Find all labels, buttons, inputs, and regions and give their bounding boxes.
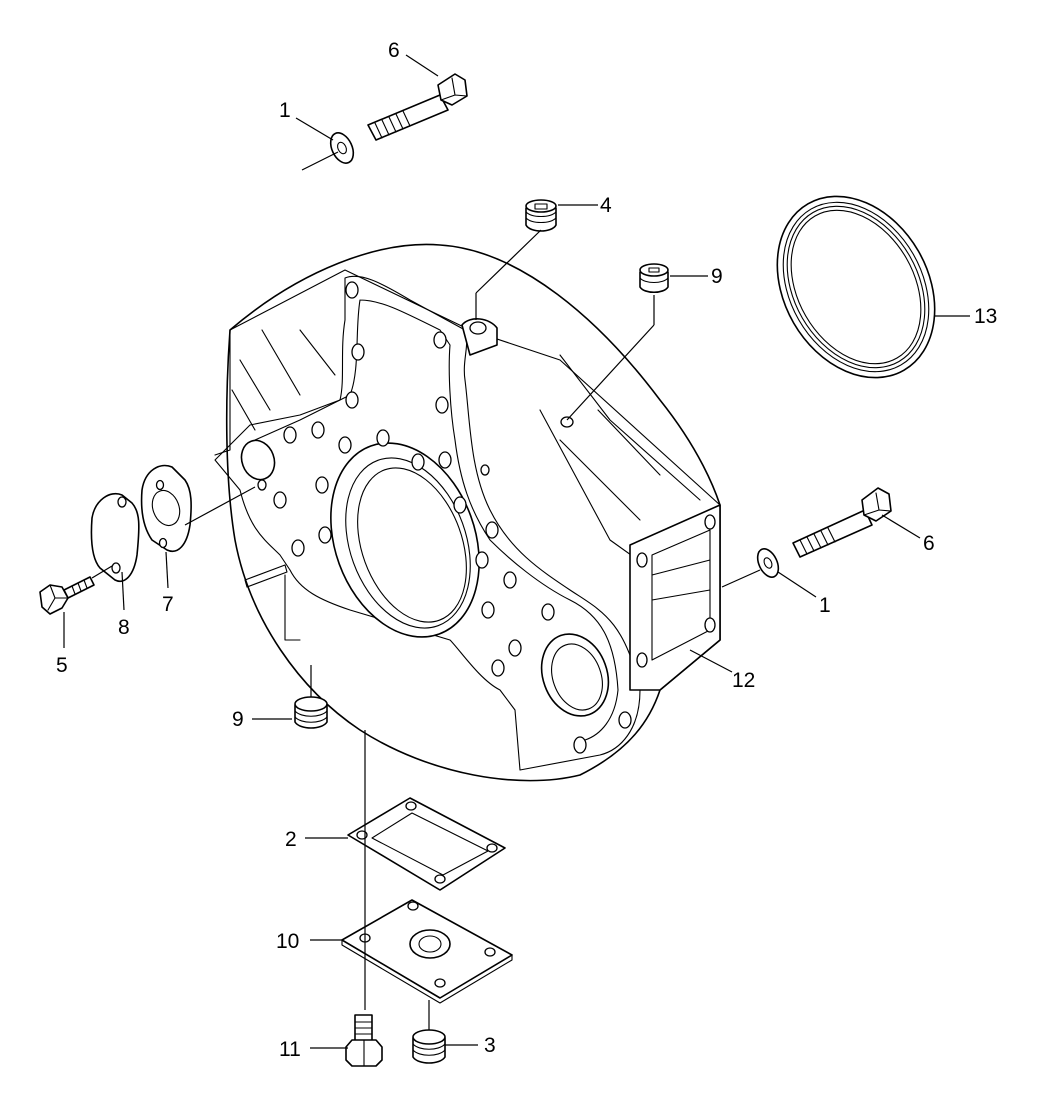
callout-1-top: 1	[279, 99, 291, 122]
callout-5: 5	[56, 654, 68, 677]
callout-6-top: 6	[388, 39, 400, 62]
cover-plate-8	[90, 493, 140, 582]
cover-plate-10	[341, 899, 513, 1004]
callout-12: 12	[732, 669, 755, 692]
plug-9-bottom	[294, 696, 328, 729]
bolt-top	[367, 73, 468, 141]
plug-9-top	[639, 263, 669, 294]
washer-top	[329, 132, 355, 164]
callout-13: 13	[974, 305, 997, 328]
callout-2: 2	[285, 828, 297, 851]
flywheel-housing	[214, 243, 721, 782]
callout-6-right: 6	[923, 532, 935, 555]
bolt-5	[39, 576, 95, 615]
leader-lines	[63, 54, 970, 1049]
plug-3	[412, 1029, 446, 1064]
bolt-11	[345, 1014, 383, 1067]
bolt-right	[792, 487, 892, 558]
plug-4	[525, 199, 557, 232]
seal-ring	[776, 195, 936, 379]
callout-11: 11	[279, 1038, 301, 1061]
callout-8: 8	[118, 616, 130, 639]
callout-3: 3	[484, 1034, 496, 1057]
callout-7: 7	[162, 593, 174, 616]
callout-9-bottom: 9	[232, 708, 244, 731]
gasket-2	[347, 797, 506, 891]
gasket-7	[140, 464, 192, 552]
callout-1-right: 1	[819, 594, 831, 617]
callout-4: 4	[600, 194, 612, 217]
callout-9-top: 9	[711, 265, 723, 288]
callout-10: 10	[276, 930, 299, 953]
washer-right	[756, 548, 780, 578]
